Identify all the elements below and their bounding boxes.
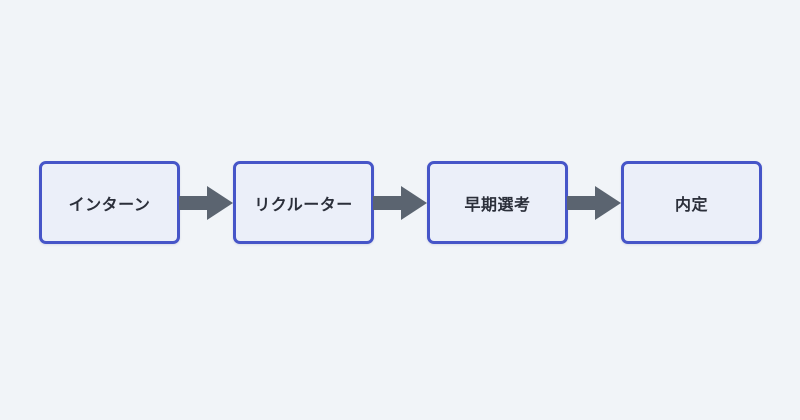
step-label-early-selection: 早期選考 (464, 194, 531, 214)
step-label-internship: インターン (68, 194, 151, 214)
right-arrow-icon (567, 186, 621, 220)
step-box-early-selection: 早期選考 (427, 161, 568, 244)
step-label-recruiter: リクルーター (254, 194, 353, 214)
right-arrow-icon (373, 186, 427, 220)
step-label-job-offer: 内定 (674, 194, 708, 214)
step-box-job-offer: 内定 (621, 161, 762, 244)
step-box-internship: インターン (39, 161, 180, 244)
step-box-recruiter: リクルーター (233, 161, 374, 244)
right-arrow-icon (179, 186, 233, 220)
